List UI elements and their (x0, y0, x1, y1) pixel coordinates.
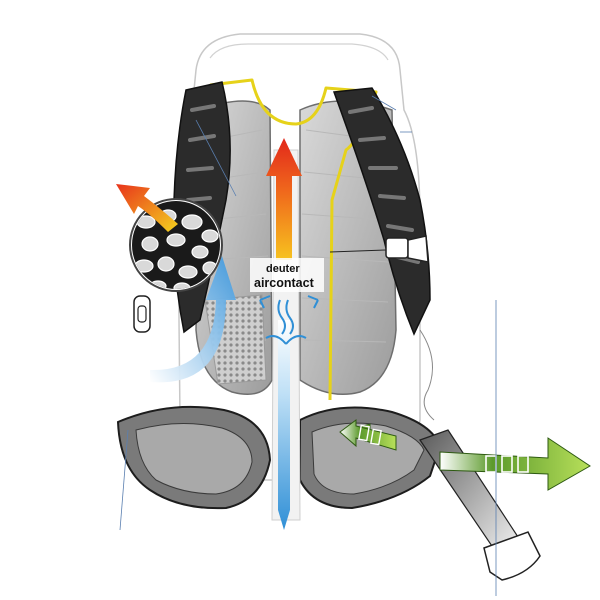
warm-air-arrow-icon (266, 138, 302, 260)
hip-belt-right (299, 406, 442, 510)
logo-line1: deuter (266, 263, 300, 275)
strap-adjust-arrow-icon (339, 419, 591, 491)
leader-lines (119, 95, 497, 596)
hip-buckle-icon (483, 531, 541, 581)
cool-intake-arrow-icon (150, 256, 236, 383)
ventilation-arrows-icon (259, 295, 319, 345)
cool-air-arrow-icon (278, 320, 290, 530)
shoulder-strap-right (332, 87, 431, 336)
brand-logo: deuter aircontact (250, 258, 324, 292)
side-cord (419, 329, 435, 421)
logo-line2: aircontact (254, 276, 315, 290)
buckle-icon (329, 235, 429, 263)
hip-belt-left (116, 405, 272, 510)
hip-belt-strap (419, 429, 541, 581)
warm-exit-arrow-icon (116, 184, 178, 232)
foam-magnifier-icon (129, 198, 223, 292)
side-clip-left (133, 295, 151, 333)
